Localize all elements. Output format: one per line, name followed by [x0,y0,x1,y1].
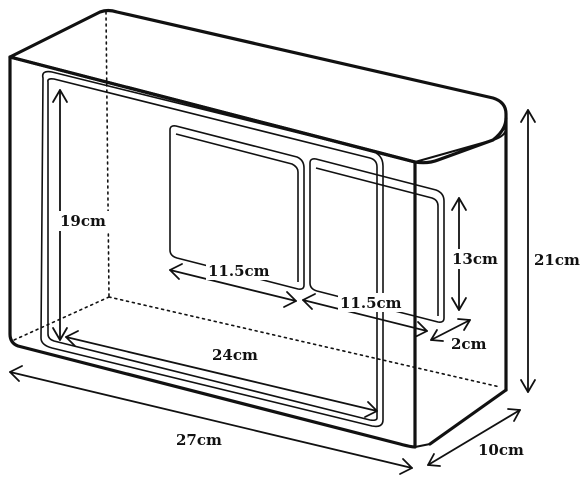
label-pocket-left-width: 11.5cm [208,262,270,280]
label-outer-depth: 10cm [478,441,524,459]
dim-pocket-right-width-arrow [302,293,428,338]
dim-outer-height-arrow [520,109,536,393]
label-outer-width: 27cm [176,431,222,449]
pocket-right [309,158,445,323]
box-outline [8,8,508,449]
dimension-labels: 19cm 11.5cm 11.5cm 13cm 21cm 2cm 24cm 27… [58,211,583,459]
dim-outer-width-arrow [9,365,413,475]
label-pocket-right-width: 11.5cm [340,294,402,312]
label-inner-width: 24cm [212,346,258,364]
dim-pocket-left-width-arrow [169,263,297,308]
label-inner-height: 19cm [60,212,106,230]
dim-pocket-depth-arrow [430,318,471,342]
label-pocket-height: 13cm [452,250,498,268]
label-outer-height: 21cm [534,251,580,269]
pocket-left [169,125,305,290]
dim-outer-depth-arrow [427,408,521,467]
inner-frame [40,70,384,428]
dim-inner-width-arrow [65,330,378,418]
label-pocket-depth: 2cm [451,335,487,353]
hidden-edges [13,11,501,388]
